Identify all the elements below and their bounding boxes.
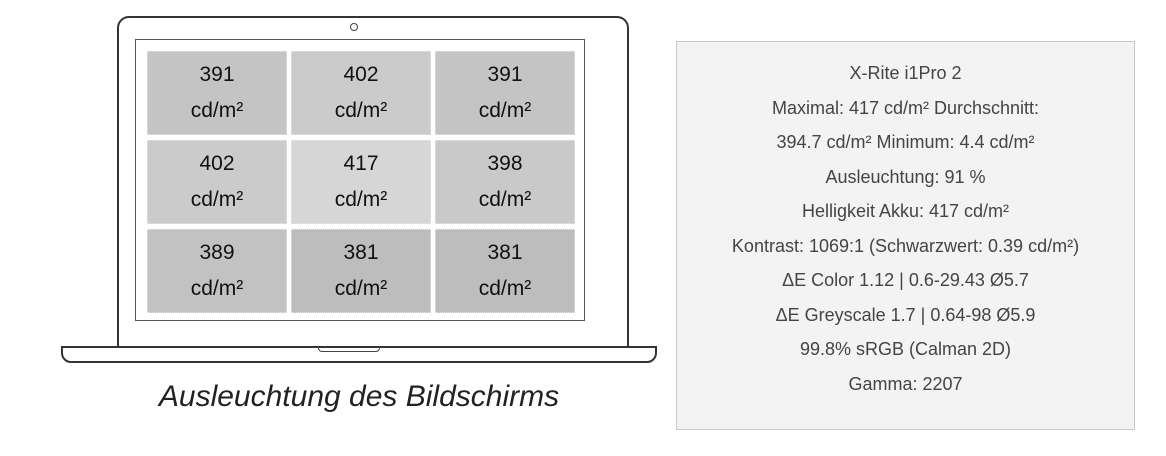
cell-unit: cd/m² [335, 182, 388, 218]
device-name: X-Rite i1Pro 2 [677, 56, 1134, 91]
laptop-notch [318, 346, 380, 352]
measurement-panel: X-Rite i1Pro 2 Maximal: 417 cd/m² Durchs… [676, 41, 1135, 430]
cell-unit: cd/m² [479, 271, 532, 307]
caption: Ausleuchtung des Bildschirms [61, 380, 657, 414]
panel-line: Kontrast: 1069:1 (Schwarzwert: 0.39 cd/m… [677, 229, 1134, 264]
cell-unit: cd/m² [191, 182, 244, 218]
cell-unit: cd/m² [479, 93, 532, 129]
cell-unit: cd/m² [191, 271, 244, 307]
cell-value: 391 [199, 57, 234, 93]
cell-unit: cd/m² [335, 271, 388, 307]
panel-line: Helligkeit Akku: 417 cd/m² [677, 194, 1134, 229]
cell-value: 389 [199, 235, 234, 271]
cell-unit: cd/m² [479, 182, 532, 218]
cell-value: 402 [199, 146, 234, 182]
panel-line: Ausleuchtung: 91 % [677, 160, 1134, 195]
cell-value: 391 [487, 57, 522, 93]
cell-value: 402 [343, 57, 378, 93]
camera-icon [350, 23, 358, 31]
cell-unit: cd/m² [335, 93, 388, 129]
cell-value: 381 [343, 235, 378, 271]
cell-value: 417 [343, 146, 378, 182]
panel-line: Maximal: 417 cd/m² Durchschnitt: [677, 91, 1134, 126]
cell-unit: cd/m² [191, 93, 244, 129]
panel-line: ΔE Greyscale 1.7 | 0.64-98 Ø5.9 [677, 298, 1134, 333]
cell-value: 381 [487, 235, 522, 271]
panel-line: ΔE Color 1.12 | 0.6-29.43 Ø5.7 [677, 263, 1134, 298]
panel-line: Gamma: 2207 [677, 367, 1134, 402]
panel-line: 394.7 cd/m² Minimum: 4.4 cd/m² [677, 125, 1134, 160]
panel-line: 99.8% sRGB (Calman 2D) [677, 332, 1134, 367]
cell-value: 398 [487, 146, 522, 182]
